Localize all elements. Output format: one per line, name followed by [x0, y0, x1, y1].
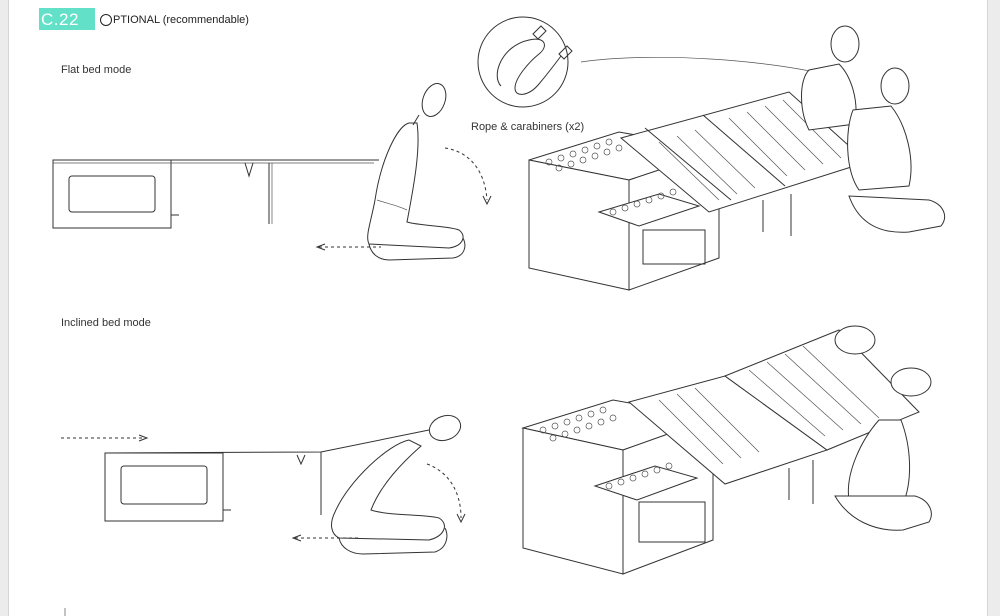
inclined-3d-view: [521, 325, 932, 575]
section-code-badge: C.22: [39, 8, 95, 30]
optional-heading: PTIONAL (recommendable): [100, 14, 249, 26]
rope-detail: [477, 16, 850, 108]
flat-mode-label: Flat bed mode: [61, 64, 132, 76]
inclined-mode-label: Inclined bed mode: [61, 317, 151, 329]
rope-label: Rope & carabiners (x2): [471, 121, 585, 133]
manual-page: C.22 PTIONAL (recommendable) Flat bed mo…: [8, 0, 988, 616]
illustrations: [52, 16, 945, 616]
optional-circle-icon: [100, 14, 112, 26]
inclined-side-view: [61, 414, 466, 555]
flat-3d-view: [528, 25, 945, 291]
optional-heading-text: PTIONAL (recommendable): [113, 14, 249, 26]
flat-side-view: [52, 83, 492, 261]
